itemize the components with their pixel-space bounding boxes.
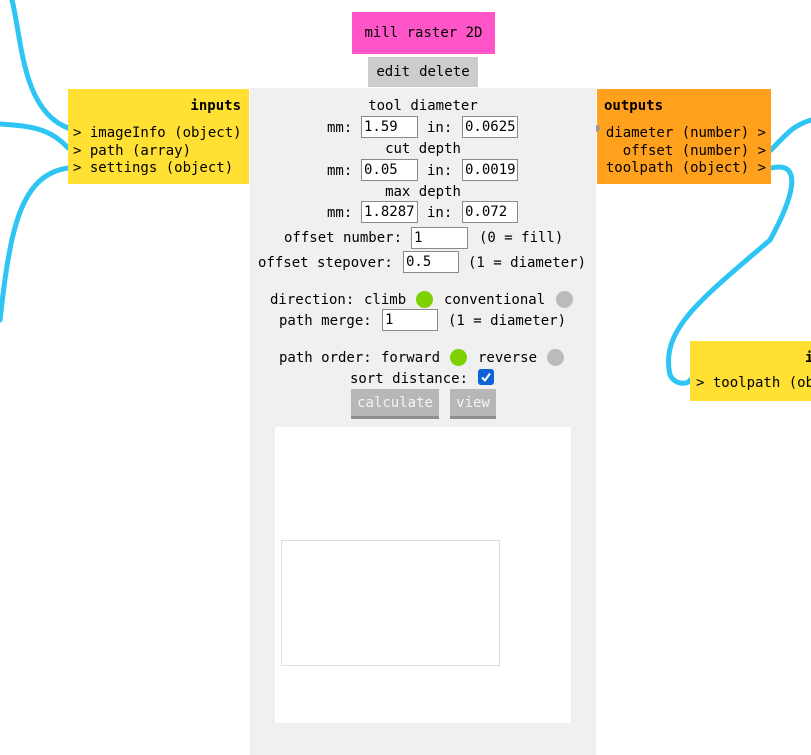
offset-stepover-label: offset stepover:: [258, 255, 393, 271]
delete-button[interactable]: delete: [419, 64, 470, 80]
direction-climb-radio[interactable]: [416, 291, 433, 308]
offset-stepover-hint: (1 = diameter): [468, 255, 587, 271]
offset-number-hint: (0 = fill): [479, 230, 564, 246]
output-port-diameter[interactable]: diameter (number) >: [605, 125, 766, 141]
preview-boundary: [281, 540, 500, 666]
output-port-offset[interactable]: offset (number) >: [622, 143, 766, 159]
offset-number-input[interactable]: [411, 227, 468, 249]
tool-diameter-mm-input[interactable]: [361, 116, 418, 138]
inputs-header: inputs: [190, 98, 241, 114]
cut-depth-in-input[interactable]: [462, 159, 518, 181]
offset-stepover-input[interactable]: [403, 251, 459, 273]
outputs-header: outputs: [604, 98, 664, 114]
edit-button[interactable]: edit: [376, 64, 411, 80]
direction-climb-label: climb: [364, 292, 407, 308]
path-merge-input[interactable]: [382, 309, 438, 331]
path-order-reverse-radio[interactable]: [547, 349, 564, 366]
module-edit-bar: edit delete: [368, 57, 478, 87]
offset-number-label: offset number:: [284, 230, 403, 246]
direction-label: direction:: [270, 292, 355, 308]
cut-depth-mm-input[interactable]: [361, 159, 418, 181]
port-connector-dot: [593, 125, 600, 132]
wire-toolpath-out: [666, 164, 795, 386]
path-order-label: path order:: [279, 350, 372, 366]
max-depth-mm-input[interactable]: [361, 201, 418, 223]
path-merge-hint: (1 = diameter): [448, 313, 567, 329]
direction-conventional-radio[interactable]: [556, 291, 573, 308]
sort-distance-checkbox[interactable]: [478, 369, 494, 385]
cut-depth-label: cut depth: [385, 141, 461, 157]
module-title-label: mill raster 2D: [364, 25, 483, 41]
wire-path-in: [0, 121, 71, 151]
wire-settings-in: [0, 165, 71, 323]
path-order-forward-label: forward: [381, 350, 441, 366]
wire-imageinfo: [9, 0, 71, 131]
tool-diameter-mm-label: mm:: [327, 120, 353, 136]
path-order-reverse-label: reverse: [478, 350, 538, 366]
inputs-panel: inputs > imageInfo (object) > path (arra…: [68, 89, 249, 184]
input-port-imageinfo[interactable]: > imageInfo (object): [73, 125, 242, 141]
input-port-path[interactable]: > path (array): [73, 143, 192, 159]
view-button[interactable]: view: [450, 389, 496, 419]
output-port-toolpath[interactable]: toolpath (object) >: [605, 160, 766, 176]
max-depth-label: max depth: [385, 184, 461, 200]
wire-offset-out: [768, 117, 811, 153]
input-port-settings[interactable]: > settings (object): [73, 160, 234, 176]
calculate-button[interactable]: calculate: [351, 389, 439, 419]
tool-diameter-in-label: in:: [427, 120, 453, 136]
cut-depth-mm-label: mm:: [327, 163, 353, 179]
max-depth-mm-label: mm:: [327, 205, 353, 221]
direction-conventional-label: conventional: [444, 292, 546, 308]
next-module-input-toolpath[interactable]: > toolpath (ob: [696, 375, 811, 391]
sort-distance-label: sort distance:: [350, 371, 469, 387]
checkmark-icon: [481, 372, 491, 383]
path-order-forward-radio[interactable]: [450, 349, 467, 366]
next-module-header: i: [805, 350, 811, 366]
path-merge-label: path merge:: [279, 313, 372, 329]
max-depth-in-label: in:: [427, 205, 453, 221]
next-module-inputs: i > toolpath (ob: [690, 341, 811, 401]
module-title[interactable]: mill raster 2D: [352, 12, 495, 54]
tool-diameter-in-input[interactable]: [462, 116, 518, 138]
toolpath-preview-canvas[interactable]: [275, 427, 571, 723]
settings-panel: tool diameter mm: in: cut depth mm: in: …: [250, 88, 596, 755]
outputs-panel: outputs diameter (number) > offset (numb…: [593, 89, 771, 184]
max-depth-in-input[interactable]: [462, 201, 518, 223]
cut-depth-in-label: in:: [427, 163, 453, 179]
tool-diameter-label: tool diameter: [368, 98, 478, 114]
